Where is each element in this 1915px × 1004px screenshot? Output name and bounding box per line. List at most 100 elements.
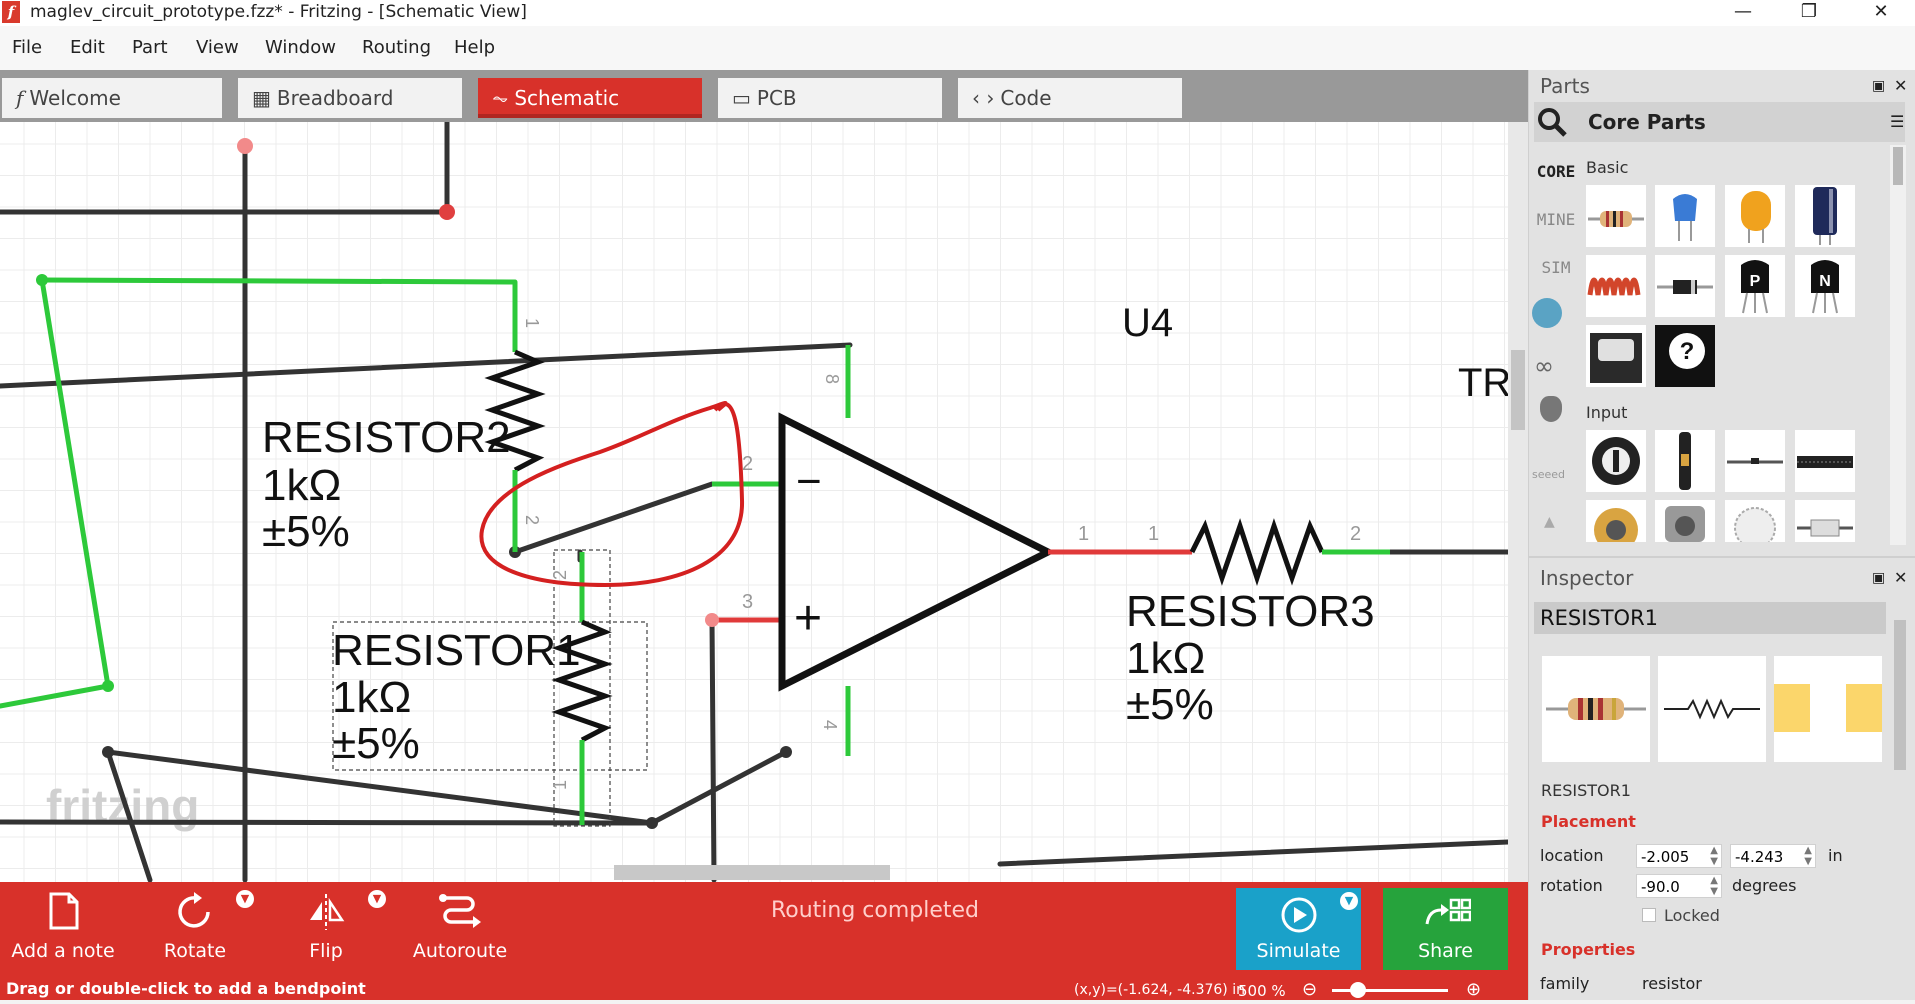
canvas-vertical-scrollbar[interactable] (1508, 122, 1528, 882)
part-trimmer[interactable] (1655, 500, 1715, 542)
location-x-input[interactable]: -2.005▲▼ (1636, 844, 1722, 868)
arduino-bin-icon[interactable] (1532, 298, 1562, 328)
simulate-button[interactable]: ▼ Simulate (1236, 888, 1361, 970)
location-y-input[interactable]: -4.243▲▼ (1730, 844, 1816, 868)
menu-window[interactable]: Window (265, 37, 336, 58)
schematic-drawing[interactable]: fritzing (0, 122, 1508, 882)
part-rotary-encoder[interactable] (1586, 500, 1646, 552)
zoom-slider-track[interactable] (1332, 989, 1448, 992)
wire[interactable] (512, 481, 715, 555)
part-fet[interactable] (1586, 325, 1646, 387)
flip-button[interactable]: Flip (290, 882, 362, 978)
wire[interactable] (105, 749, 153, 882)
add-note-button[interactable]: Add a note (8, 882, 118, 978)
bin-scroll-up-icon[interactable]: ▲ (1544, 514, 1555, 530)
resistor2-tolerance[interactable]: ±5% (262, 507, 350, 556)
wire[interactable] (0, 683, 111, 709)
part-potentiometer[interactable] (1586, 430, 1646, 492)
locked-checkbox[interactable] (1642, 908, 1656, 922)
parts-scroll-thumb[interactable] (1893, 147, 1903, 185)
part-npn-transistor[interactable]: N (1795, 255, 1855, 317)
part-mystery-part[interactable]: ? (1655, 325, 1715, 387)
wire[interactable] (997, 839, 1508, 867)
seeed-bin-icon[interactable]: seeed (1532, 468, 1566, 481)
float-inspector-icon[interactable]: ▣ (1872, 570, 1886, 586)
menu-file[interactable]: File (12, 37, 43, 58)
routed-wires[interactable] (0, 277, 518, 709)
bendpoint[interactable] (36, 274, 48, 286)
part-slide-switch[interactable] (1725, 430, 1785, 492)
simulate-dropdown-caret[interactable]: ▼ (1340, 892, 1358, 910)
bin-tab-mine[interactable]: MINE (1536, 210, 1576, 229)
parts-scrollbar[interactable] (1890, 145, 1906, 545)
wire[interactable] (649, 749, 789, 826)
inspector-scrollbar[interactable] (1894, 620, 1906, 770)
zoom-out-icon[interactable]: ⊖ (1302, 979, 1318, 1000)
resistor2-symbol[interactable]: 1 2 (484, 282, 546, 552)
wire[interactable] (709, 617, 717, 882)
inspector-breadboard-image[interactable] (1542, 656, 1650, 762)
wire[interactable] (39, 277, 111, 689)
share-button[interactable]: Share (1383, 888, 1508, 970)
wire[interactable] (0, 342, 853, 389)
opamp-u4-label[interactable]: U4 (1122, 301, 1173, 345)
resistor1-symbol[interactable]: 2 1 (332, 549, 648, 827)
resistor1-value[interactable]: 1kΩ (332, 673, 411, 722)
part-resistor[interactable] (1586, 185, 1646, 247)
menu-part[interactable]: Part (132, 37, 168, 58)
wires[interactable] (0, 122, 1508, 882)
unconnected-end[interactable] (705, 613, 719, 627)
tab-breadboard[interactable]: ▦Breadboard (238, 78, 462, 118)
menu-edit[interactable]: Edit (70, 37, 105, 58)
bin-tab-core[interactable]: CORE (1536, 162, 1576, 181)
spinner-arrows-icon[interactable]: ▲▼ (1710, 845, 1718, 867)
magnifier-icon[interactable] (1536, 106, 1568, 138)
resistor2-value[interactable]: 1kΩ (262, 461, 341, 510)
resistor1-tolerance[interactable]: ±5% (332, 719, 420, 768)
bin-menu-icon[interactable]: ☰ (1890, 112, 1905, 131)
part-ceramic-capacitor[interactable] (1655, 185, 1715, 247)
resistor3-symbol[interactable]: 1 2 (1148, 518, 1390, 587)
bendpoint[interactable] (646, 817, 658, 829)
resistor2-name[interactable]: RESISTOR2 (262, 413, 511, 462)
zoom-in-icon[interactable]: ⊕ (1466, 979, 1482, 1000)
resistor3-name[interactable]: RESISTOR3 (1126, 587, 1375, 636)
close-inspector-icon[interactable]: ✕ (1894, 568, 1908, 587)
canvas-vertical-scroll-thumb[interactable] (1511, 350, 1525, 430)
opamp-u4-symbol[interactable]: 8 2 3 4 1 − + (712, 345, 1192, 756)
part-inductor[interactable] (1586, 255, 1646, 317)
part-reed-switch[interactable] (1795, 500, 1855, 542)
rotate-dropdown-caret[interactable]: ▼ (236, 890, 254, 908)
menu-view[interactable]: View (196, 37, 239, 58)
spinner-arrows-icon[interactable]: ▲▼ (1804, 845, 1812, 867)
bin-tab-sim[interactable]: SIM (1541, 258, 1571, 277)
cut-off-part-label[interactable]: TR (1458, 361, 1508, 405)
canvas-horizontal-scroll-thumb[interactable] (614, 865, 890, 880)
rotate-button[interactable]: Rotate (150, 882, 240, 978)
flip-dropdown-caret[interactable]: ▼ (368, 890, 386, 908)
menu-help[interactable]: Help (454, 37, 496, 58)
part-dip-switch[interactable] (1725, 500, 1785, 549)
tab-schematic[interactable]: ⏦Schematic (478, 78, 702, 118)
part-tantalum-capacitor[interactable] (1725, 185, 1785, 247)
unconnected-end[interactable] (237, 138, 253, 154)
bendpoint[interactable] (102, 680, 114, 692)
bendpoints[interactable] (36, 274, 792, 829)
unconnected-end[interactable] (439, 204, 455, 220)
part-slide-potentiometer[interactable] (1655, 430, 1715, 492)
tab-code[interactable]: ‹ ›Code (958, 78, 1182, 118)
part-diode[interactable] (1655, 255, 1715, 317)
part-header-strip[interactable] (1795, 430, 1855, 492)
close-panel-icon[interactable]: ✕ (1894, 76, 1908, 95)
wire[interactable] (39, 277, 518, 285)
resistor3-tolerance[interactable]: ±5% (1126, 680, 1214, 729)
inspector-schematic-image[interactable] (1658, 656, 1766, 762)
resistor3-value[interactable]: 1kΩ (1126, 634, 1205, 683)
autoroute-button[interactable]: Autoroute (412, 882, 508, 978)
bendpoint[interactable] (780, 746, 792, 758)
infinity-bin-icon[interactable]: ∞ (1534, 352, 1554, 380)
zoom-slider-handle[interactable] (1350, 982, 1366, 998)
part-pnp-transistor[interactable]: P (1725, 255, 1785, 317)
schematic-canvas[interactable]: fritzing (0, 122, 1508, 882)
